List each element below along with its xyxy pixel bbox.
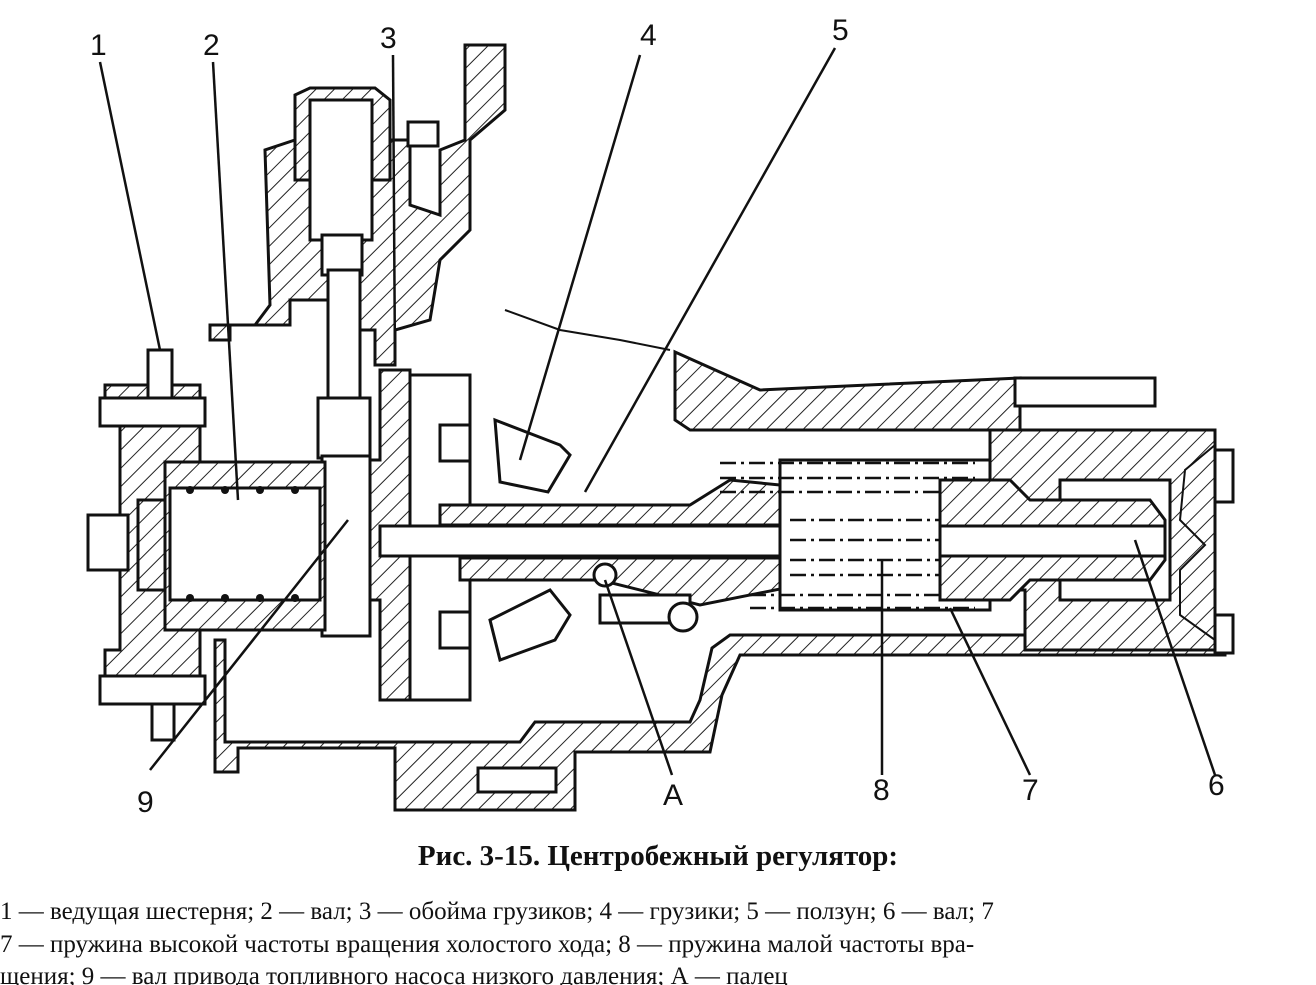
drive-gear-hub (86, 513, 130, 572)
figure-title: Рис. 3-15. Центробежный регулятор: (417, 840, 899, 872)
right-bolt-top (1213, 448, 1235, 504)
lever-nut (667, 601, 699, 633)
side-nut-bottom (438, 610, 472, 650)
leader-5 (583, 47, 837, 493)
callout-2: 2 (203, 29, 220, 62)
plug-core (308, 98, 374, 242)
governor-section-drawing: 1 2 3 4 5 9 A 8 7 6 (86, 14, 1235, 819)
legend-line: 7 — пружина высокой частоты вращения хол… (0, 931, 975, 958)
leader-3 (391, 54, 397, 366)
slider-sleeve (438, 478, 792, 527)
callout-1: 1 (90, 29, 107, 62)
idle-spring-outline (720, 461, 975, 610)
shaft-lower-part (320, 454, 372, 638)
bolt-head-upper (406, 120, 440, 148)
callout-3: 3 (380, 22, 397, 55)
housing-bolt-lower (476, 766, 558, 794)
callout-5: 5 (832, 14, 849, 47)
legend-line: щения; 9 — вал привода топливного насоса… (0, 963, 788, 985)
legend-line: 1 — ведущая шестерня; 2 — вал; 3 — обойм… (0, 898, 994, 925)
leader-a (603, 579, 674, 776)
main-shaft (168, 486, 322, 602)
callout-a: A (663, 779, 683, 812)
diaphragm-cup (1178, 444, 1216, 641)
vertical-pump-drive-shaft (326, 268, 362, 402)
lower-housing (213, 633, 1227, 812)
leader-6 (1133, 539, 1217, 776)
upper-contour (504, 309, 671, 351)
leader-2 (211, 61, 240, 501)
governor-weight-upper (493, 417, 572, 494)
pin-a (592, 562, 618, 588)
top-right-boss (673, 349, 1022, 432)
left-bolt-bottom (98, 674, 207, 706)
bearing-roller (256, 486, 264, 494)
leader-1 (98, 61, 162, 351)
bearing-roller (186, 486, 194, 494)
bottom-bolt-stub (150, 702, 176, 742)
leader-7 (948, 607, 1032, 776)
bearing-roller (221, 486, 229, 494)
side-nut-top (438, 423, 472, 463)
callout-9: 9 (137, 786, 154, 819)
callout-8: 8 (873, 774, 890, 807)
left-bolt-top (98, 396, 207, 428)
top-bolt-stub (146, 348, 174, 400)
leader-9 (149, 519, 349, 771)
bearing-roller (221, 594, 229, 602)
top-right-bolt (1013, 376, 1157, 408)
callout-6: 6 (1208, 769, 1225, 802)
right-shaft (938, 524, 1167, 558)
right-bolt-bottom (1213, 613, 1235, 655)
governor-weight-lower (488, 588, 572, 662)
shaft-collar (316, 396, 372, 460)
callout-4: 4 (640, 19, 657, 52)
leader-4 (518, 54, 642, 461)
bearing-roller (256, 594, 264, 602)
bearing-roller (291, 594, 299, 602)
callout-7: 7 (1022, 774, 1039, 807)
drive-gear-teeth (136, 498, 167, 592)
bearing-roller (291, 486, 299, 494)
bearing-roller (186, 594, 194, 602)
